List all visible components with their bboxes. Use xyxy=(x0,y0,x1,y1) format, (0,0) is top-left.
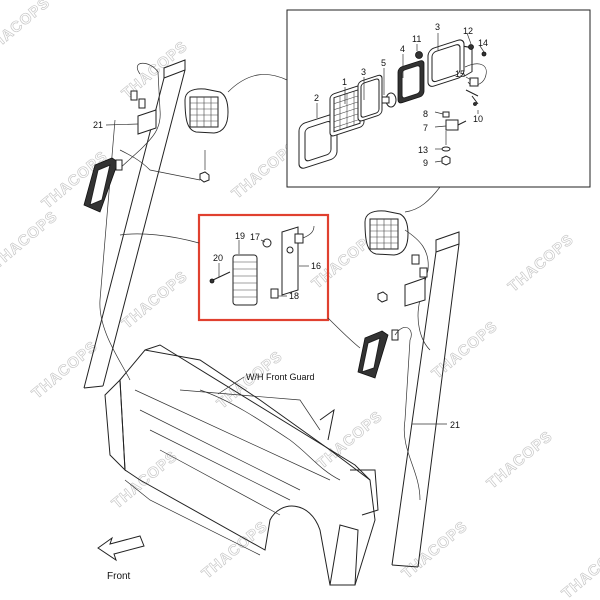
front-arrow xyxy=(97,535,145,562)
left-rear-lamp xyxy=(83,157,123,213)
lamp-bulb xyxy=(381,92,397,108)
watermark: THACOPS xyxy=(199,518,271,583)
callout-3: 3 xyxy=(361,67,366,77)
license-lamp-housing xyxy=(281,225,315,296)
callout-21-left: 21 xyxy=(93,120,103,130)
callout-3-top: 3 xyxy=(435,22,440,32)
callout-2: 2 xyxy=(314,93,319,103)
front-label: Front xyxy=(107,571,131,582)
callout-18: 18 xyxy=(289,291,299,301)
lamp-reflector xyxy=(397,60,425,104)
callout-4: 4 xyxy=(400,44,405,54)
lamp-bezel xyxy=(298,113,338,169)
callout-16: 16 xyxy=(311,261,321,271)
license-lamp-detail: 19 17 20 16 18 xyxy=(197,213,330,322)
lamp-housing xyxy=(427,39,473,87)
watermark: THACOPS xyxy=(0,0,53,59)
callout-14: 14 xyxy=(478,38,488,48)
lamp-small-parts xyxy=(415,44,487,166)
right-work-lamp xyxy=(364,210,409,256)
watermark: THACOPS xyxy=(29,338,101,403)
callout-20: 20 xyxy=(213,253,223,263)
watermark: THACOPS xyxy=(119,268,191,333)
watermark: THACOPS xyxy=(0,208,61,273)
watermark: THACOPS xyxy=(505,231,577,296)
watermark: THACOPS xyxy=(314,408,386,473)
lamp-detail-inset: 2 1 3 5 4 11 3 12 14 15 8 7 10 13 9 xyxy=(286,9,591,188)
lamp-gasket xyxy=(357,74,383,122)
lamp-lens xyxy=(329,84,365,137)
inset-link-right xyxy=(404,186,441,213)
watermark: THACOPS xyxy=(429,318,501,383)
leader-21-left xyxy=(105,123,139,126)
callout-1: 1 xyxy=(342,77,347,87)
license-lamp-lens xyxy=(232,254,258,306)
watermark: THACOPS xyxy=(399,518,471,583)
callout-12: 12 xyxy=(463,26,473,36)
left-work-lamp xyxy=(184,88,229,134)
callout-17: 17 xyxy=(250,232,260,242)
callout-9: 9 xyxy=(423,158,428,168)
callout-21-right: 21 xyxy=(450,420,460,430)
callout-13: 13 xyxy=(418,145,428,155)
inset-link-left xyxy=(227,74,288,93)
right-rear-lamp xyxy=(357,329,399,379)
callout-15: 15 xyxy=(455,69,465,79)
leader-front-guard xyxy=(217,376,245,395)
highlight-link-left xyxy=(119,233,200,244)
callout-7: 7 xyxy=(423,123,428,133)
watermark: THACOPS xyxy=(109,448,181,513)
callout-11: 11 xyxy=(412,34,421,44)
callout-8: 8 xyxy=(423,109,428,119)
watermark: THACOPS xyxy=(559,538,600,600)
callout-10: 10 xyxy=(473,114,483,124)
front-guard xyxy=(104,344,379,586)
left-pillar xyxy=(83,59,229,389)
watermark: THACOPS xyxy=(484,428,556,493)
callout-5: 5 xyxy=(381,58,386,68)
right-pillar xyxy=(357,210,460,568)
leader-lines xyxy=(316,32,485,163)
front-guard-label: W/H Front Guard xyxy=(246,372,315,382)
highlight-link-right xyxy=(327,317,361,349)
callout-19: 19 xyxy=(235,231,245,241)
